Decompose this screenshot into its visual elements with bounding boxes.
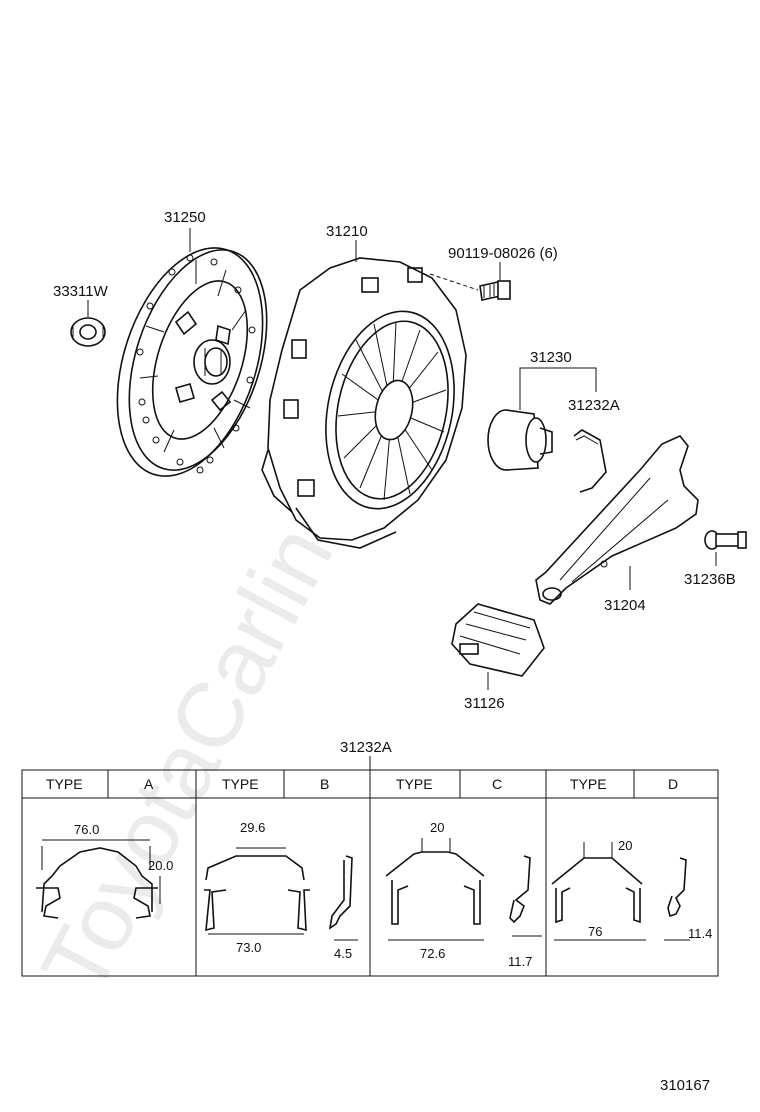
type-d-letter: D xyxy=(668,776,678,792)
label-31210: 31210 xyxy=(326,223,368,240)
type-b-header: TYPE xyxy=(222,776,259,792)
label-31236b: 31236B xyxy=(684,571,736,588)
dim-d-width: 76 xyxy=(588,924,602,939)
release-bearing xyxy=(487,409,553,471)
type-a-header: TYPE xyxy=(46,776,83,792)
type-c-header: TYPE xyxy=(396,776,433,792)
dim-b-width: 73.0 xyxy=(236,940,261,955)
release-fork xyxy=(535,435,699,605)
label-31250: 31250 xyxy=(164,209,206,226)
dim-c-top: 20 xyxy=(430,820,444,835)
clip-type-b xyxy=(204,847,358,941)
dim-c-side: 11.7 xyxy=(508,954,532,969)
label-31230: 31230 xyxy=(530,349,572,366)
clutch-disc xyxy=(116,247,268,477)
type-a-letter: A xyxy=(144,776,154,792)
clip-type-a xyxy=(36,839,161,919)
label-31126: 31126 xyxy=(464,695,505,712)
pilot-bearing xyxy=(70,317,106,347)
clip-type-c xyxy=(385,838,542,941)
dim-a-height: 20.0 xyxy=(148,858,173,873)
dim-c-width: 72.6 xyxy=(420,946,445,961)
type-d-header: TYPE xyxy=(570,776,607,792)
label-31204: 31204 xyxy=(604,597,646,614)
label-33311w: 33311W xyxy=(53,283,109,300)
dim-d-side: 11.4 xyxy=(688,926,712,941)
dim-b-side: 4.5 xyxy=(334,946,352,961)
hub-clip xyxy=(573,429,607,493)
type-table xyxy=(21,769,719,977)
fork-boot xyxy=(451,603,545,677)
table-title: 31232A xyxy=(340,739,392,756)
dim-a-width: 76.0 xyxy=(74,822,99,837)
clip-type-d xyxy=(551,842,690,941)
label-90119-08026: 90119-08026 (6) xyxy=(448,245,558,262)
cover-bolt xyxy=(479,280,511,301)
clutch-cover xyxy=(261,257,467,549)
pivot-bolt xyxy=(704,530,747,550)
type-c-letter: C xyxy=(492,776,502,792)
diagram-id: 310167 xyxy=(660,1077,710,1094)
dim-b-top: 29.6 xyxy=(240,820,265,835)
type-b-letter: B xyxy=(320,776,329,792)
dim-d-top: 20 xyxy=(618,838,632,853)
label-31232a: 31232A xyxy=(568,397,620,414)
